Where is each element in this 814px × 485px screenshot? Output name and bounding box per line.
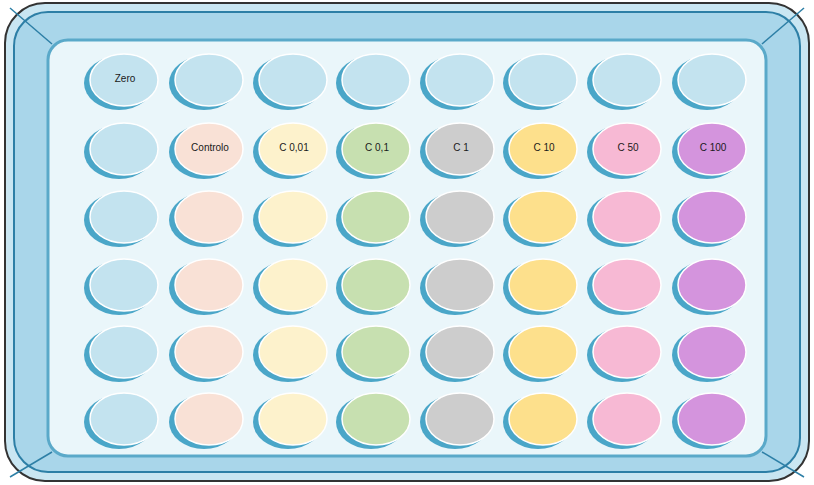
well: [259, 259, 327, 311]
well: [175, 123, 243, 175]
well: [175, 259, 243, 311]
labelled-well: C 100: [671, 120, 749, 180]
well: [259, 393, 327, 445]
well: [678, 259, 746, 311]
labelled-well: C 1: [419, 120, 497, 180]
well: [342, 123, 410, 175]
well-label-area: C 0,01: [258, 120, 330, 174]
labelled-well: Zero: [83, 51, 161, 111]
well: [593, 326, 661, 378]
well: [426, 54, 494, 106]
well: [259, 123, 327, 175]
well: [678, 54, 746, 106]
well: [175, 54, 243, 106]
well: [509, 326, 577, 378]
labelled-well: C 50: [586, 120, 664, 180]
well: [342, 54, 410, 106]
well: [678, 326, 746, 378]
well: [593, 191, 661, 243]
well-label-area: C 0,1: [341, 120, 413, 174]
well-label: Controlo: [191, 142, 229, 153]
well: [175, 326, 243, 378]
well-label-area: Zero: [89, 51, 161, 105]
well: [426, 326, 494, 378]
well: [509, 393, 577, 445]
well-label-area: Controlo: [174, 120, 246, 174]
well: [509, 54, 577, 106]
well: [90, 259, 158, 311]
well-label: C 10: [533, 142, 554, 153]
well: [678, 191, 746, 243]
well: [509, 259, 577, 311]
well-label: C 50: [617, 142, 638, 153]
well: [509, 191, 577, 243]
well: [426, 259, 494, 311]
well: [175, 191, 243, 243]
well: [593, 54, 661, 106]
well: [259, 326, 327, 378]
well: [426, 393, 494, 445]
well: [90, 326, 158, 378]
well: [259, 54, 327, 106]
well: [90, 123, 158, 175]
well-label: C 100: [700, 142, 727, 153]
labelled-well: Controlo: [168, 120, 246, 180]
well: [175, 393, 243, 445]
well-label-area: C 10: [508, 120, 580, 174]
well: [509, 123, 577, 175]
well-label: C 0,1: [365, 142, 389, 153]
well: [342, 326, 410, 378]
well: [342, 259, 410, 311]
well: [426, 191, 494, 243]
well: [678, 393, 746, 445]
labelled-well: C 10: [502, 120, 580, 180]
well: [426, 123, 494, 175]
well: [593, 259, 661, 311]
well-label-area: C 1: [425, 120, 497, 174]
labelled-well: C 0,01: [252, 120, 330, 180]
well: [90, 393, 158, 445]
well: [342, 191, 410, 243]
well: [342, 393, 410, 445]
well: [259, 191, 327, 243]
well-label: C 0,01: [279, 142, 308, 153]
well: [90, 54, 158, 106]
well: [90, 191, 158, 243]
well-label-area: C 100: [677, 120, 749, 174]
well: [593, 393, 661, 445]
well: [678, 123, 746, 175]
well: [593, 123, 661, 175]
well-label-area: C 50: [592, 120, 664, 174]
well-label: Zero: [115, 73, 136, 84]
well-label: C 1: [453, 142, 469, 153]
labelled-well: C 0,1: [335, 120, 413, 180]
